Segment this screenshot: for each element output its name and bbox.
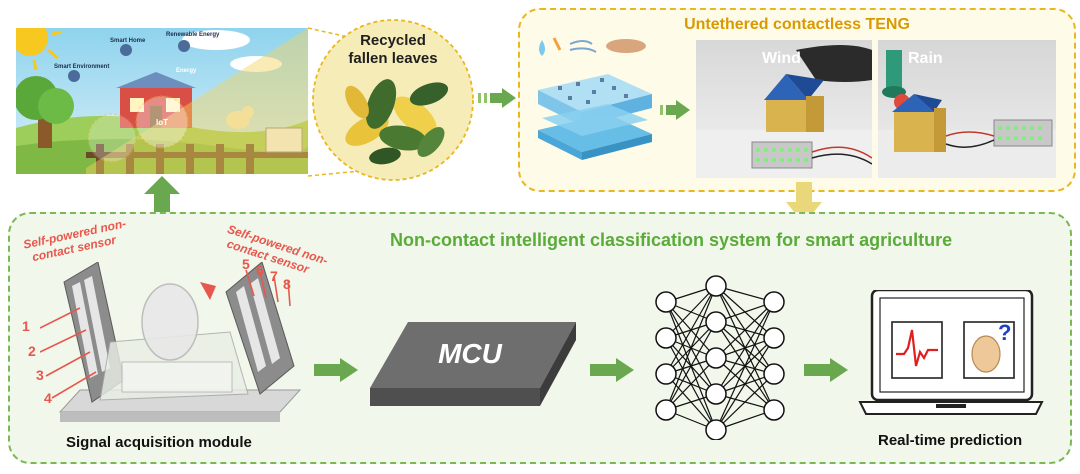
scene-label-renewable: Renewable Energy: [166, 32, 220, 38]
sensor-number-8: 8: [283, 276, 291, 292]
mcu-label: MCU: [438, 338, 502, 369]
rain-label: Rain: [908, 50, 943, 67]
prediction-caption: Real-time prediction: [878, 432, 1023, 449]
arrow-device-to-photos: [660, 100, 690, 120]
rain-photo: Rain: [878, 40, 1056, 178]
sensor-number-3: 3: [36, 367, 44, 383]
arrow-leaves-to-teng: [478, 88, 516, 108]
sensor-number-2: 2: [28, 343, 36, 359]
arrow-mcu-to-network: [590, 358, 634, 382]
sensor-number-1: 1: [22, 318, 30, 334]
scene-label-smart-home: Smart Home: [110, 38, 146, 44]
arrow-signal-to-mcu: [314, 358, 358, 382]
sensor-number-6: 6: [256, 262, 264, 278]
teng-device: [528, 34, 658, 170]
sensor-number-7: 7: [270, 268, 278, 284]
system-title: Non-contact intelligent classification s…: [390, 230, 953, 250]
smart-farm-scene: Renewable Energy Smart Home Smart Enviro…: [16, 28, 308, 174]
teng-title: Untethered contactless TENG: [684, 16, 910, 33]
arrow-system-to-scene: [144, 176, 180, 214]
prediction-question-mark: ?: [998, 320, 1012, 345]
neural-network: [655, 275, 785, 440]
leaves-circle: Recycled fallen leaves: [311, 18, 475, 182]
sensor-number-5: 5: [242, 256, 250, 272]
mcu-chip: MCU: [370, 318, 576, 410]
leaves-title-line2: fallen leaves: [348, 50, 438, 67]
wind-label: Wind: [762, 50, 801, 67]
signal-caption: Signal acquisition module: [66, 434, 252, 451]
leaves-title: Recycled fallen leaves: [311, 32, 475, 68]
arrow-network-to-laptop: [804, 358, 848, 382]
leaves-title-line1: Recycled: [360, 32, 426, 49]
wind-photo: Wind: [696, 40, 872, 178]
scene-label-iot: IoT: [156, 118, 168, 127]
rain-drop-icon: [539, 37, 562, 56]
sensor-number-4: 4: [44, 390, 52, 406]
scene-label-energy: Energy: [176, 68, 197, 74]
laptop: ?: [856, 290, 1046, 430]
signal-acquisition-module: [40, 262, 310, 430]
scene-label-environment: Smart Environment: [54, 64, 110, 70]
